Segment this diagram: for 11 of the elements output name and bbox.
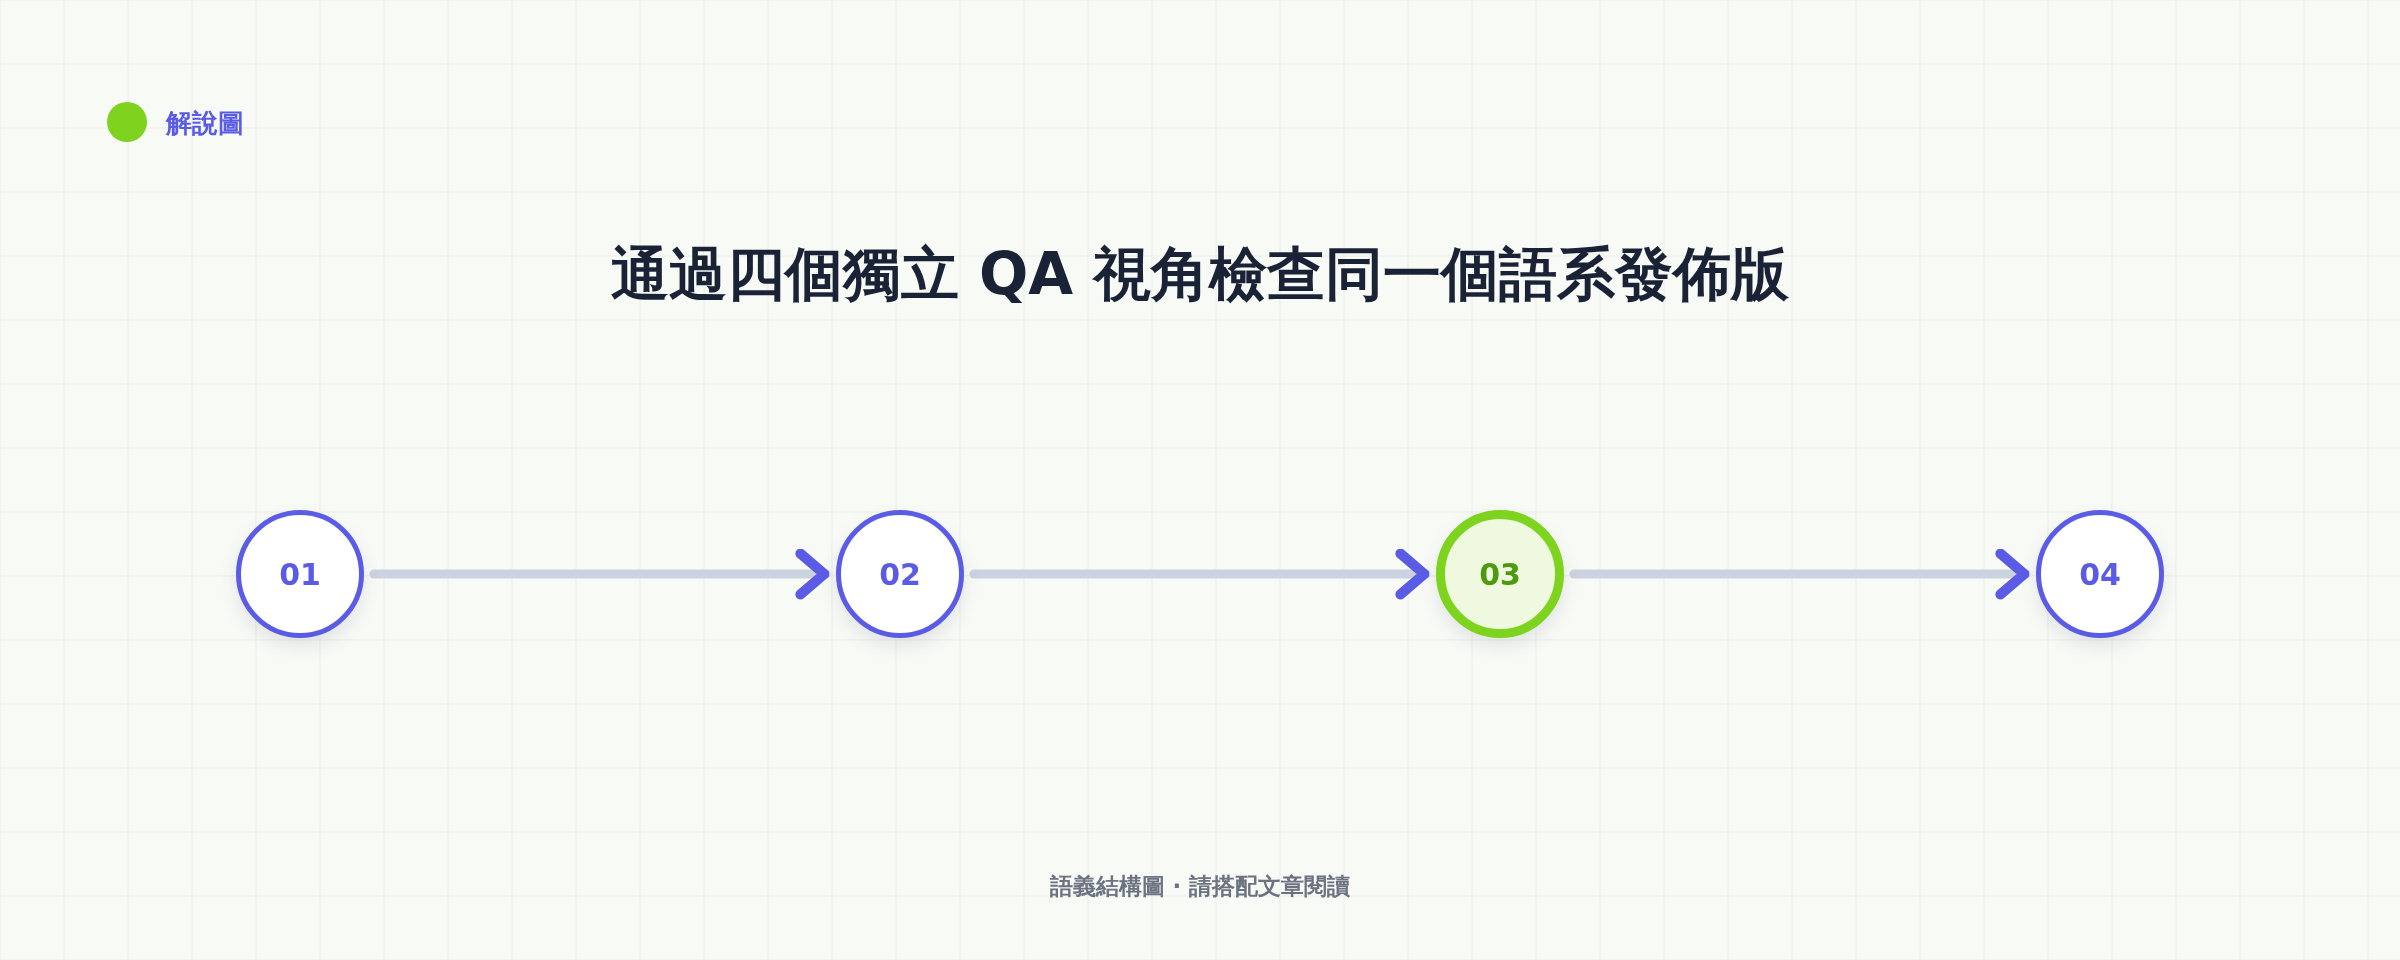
step-number: 03 [1479, 556, 1521, 592]
step-number: 02 [879, 556, 921, 592]
footer-note: 語義結構圖 · 請搭配文章閱讀 [1048, 872, 1352, 901]
arrow [369, 548, 831, 600]
diagram-title: 通過四個獨立 QA 視角檢查同一個語系發佈版 [609, 239, 1791, 310]
arrow [969, 548, 1431, 600]
header-label: 解說圖 [166, 107, 244, 140]
step-number: 01 [279, 556, 321, 592]
arrow [1569, 548, 2031, 600]
step-circle [836, 510, 964, 638]
step-number: 04 [2079, 556, 2121, 592]
